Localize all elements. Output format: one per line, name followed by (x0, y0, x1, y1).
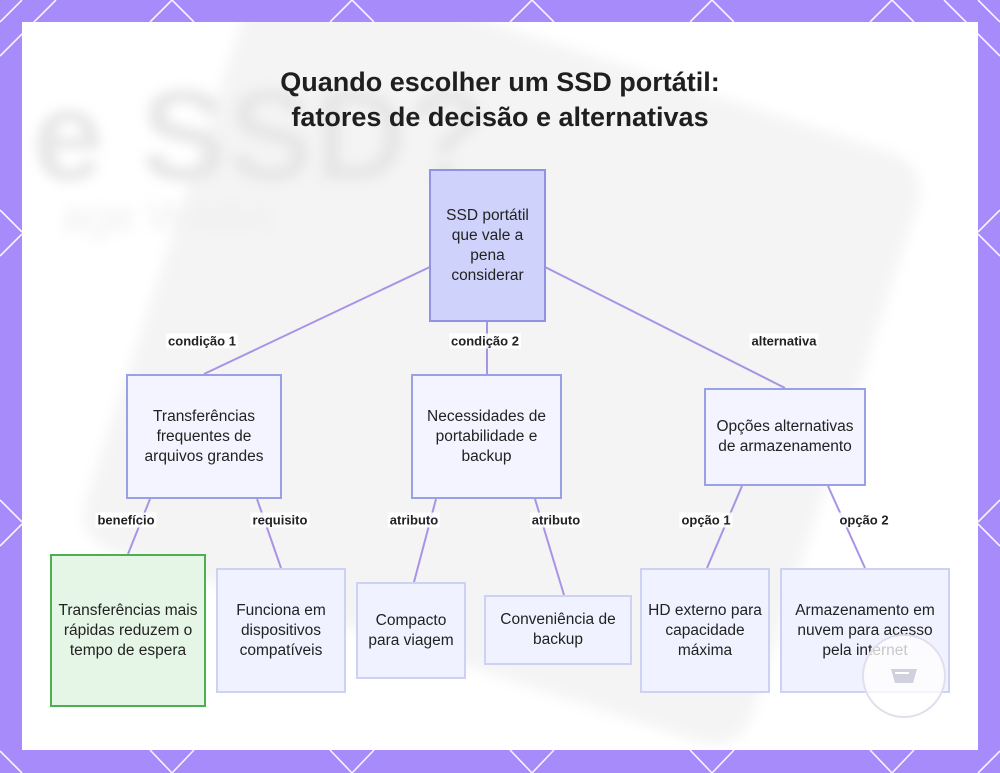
node-backup-convenience: Conveniência de backup (484, 595, 632, 665)
edge-root-alternatives (542, 265, 786, 389)
edge-transfers-compatible (256, 498, 282, 569)
node-external-hdd: HD externo para capacidade máxima (640, 568, 770, 693)
title-line-2: fatores de decisão e alternativas (291, 102, 709, 132)
node-backup-convenience-label: Conveniência de backup (500, 611, 616, 648)
node-compatible: Funciona em dispositivos compatíveis (216, 568, 346, 693)
edge-label-attribute-1: atributo (387, 512, 441, 528)
background-small-text: age Works (62, 192, 272, 241)
logo-watermark-icon (862, 634, 946, 718)
background-photo: e SSD? age Works (22, 22, 978, 750)
title-line-1: Quando escolher um SSD portátil: (280, 67, 720, 97)
node-faster-transfers: Transferências mais rápidas reduzem o te… (50, 554, 206, 707)
edge-label-requirement: requisito (250, 512, 310, 528)
edge-label-attribute-2: atributo (529, 512, 583, 528)
edge-root-transfers (203, 265, 433, 375)
node-portability-label: Necessidades de portabilidade e backup (427, 407, 546, 465)
node-root-label: SSD portátil que vale a pena considerar (446, 206, 529, 284)
node-compact-label: Compacto para viagem (368, 611, 454, 649)
edge-portability-compact (413, 498, 437, 583)
node-compatible-label: Funciona em dispositivos compatíveis (236, 601, 326, 659)
node-portability: Necessidades de portabilidade e backup (411, 374, 562, 499)
node-alternatives-label: Opções alternativas de armazenamento (716, 418, 854, 455)
node-transfers-label: Transferências frequentes de arquivos gr… (144, 407, 264, 465)
diagram-title: Quando escolher um SSD portátil: fatores… (22, 65, 978, 135)
node-alternatives: Opções alternativas de armazenamento (704, 388, 866, 486)
edge-label-condition-2: condição 2 (449, 333, 521, 349)
node-faster-transfers-label: Transferências mais rápidas reduzem o te… (58, 601, 198, 659)
diagram-panel: e SSD? age Works Quando escolher um SSD … (22, 22, 978, 750)
node-external-hdd-label: HD externo para capacidade máxima (648, 601, 762, 659)
node-transfers: Transferências frequentes de arquivos gr… (126, 374, 282, 499)
watermark-glyph-icon (891, 669, 917, 683)
edge-label-alternative: alternativa (749, 333, 819, 349)
edge-label-option-2: opção 2 (837, 512, 891, 528)
background-big-text: e SSD? (32, 62, 488, 208)
node-root: SSD portátil que vale a pena considerar (429, 169, 546, 322)
node-compact: Compacto para viagem (356, 582, 466, 679)
edge-label-option-1: opção 1 (679, 512, 733, 528)
edge-label-condition-1: condição 1 (166, 333, 238, 349)
edge-label-benefit: benefício (95, 512, 157, 528)
